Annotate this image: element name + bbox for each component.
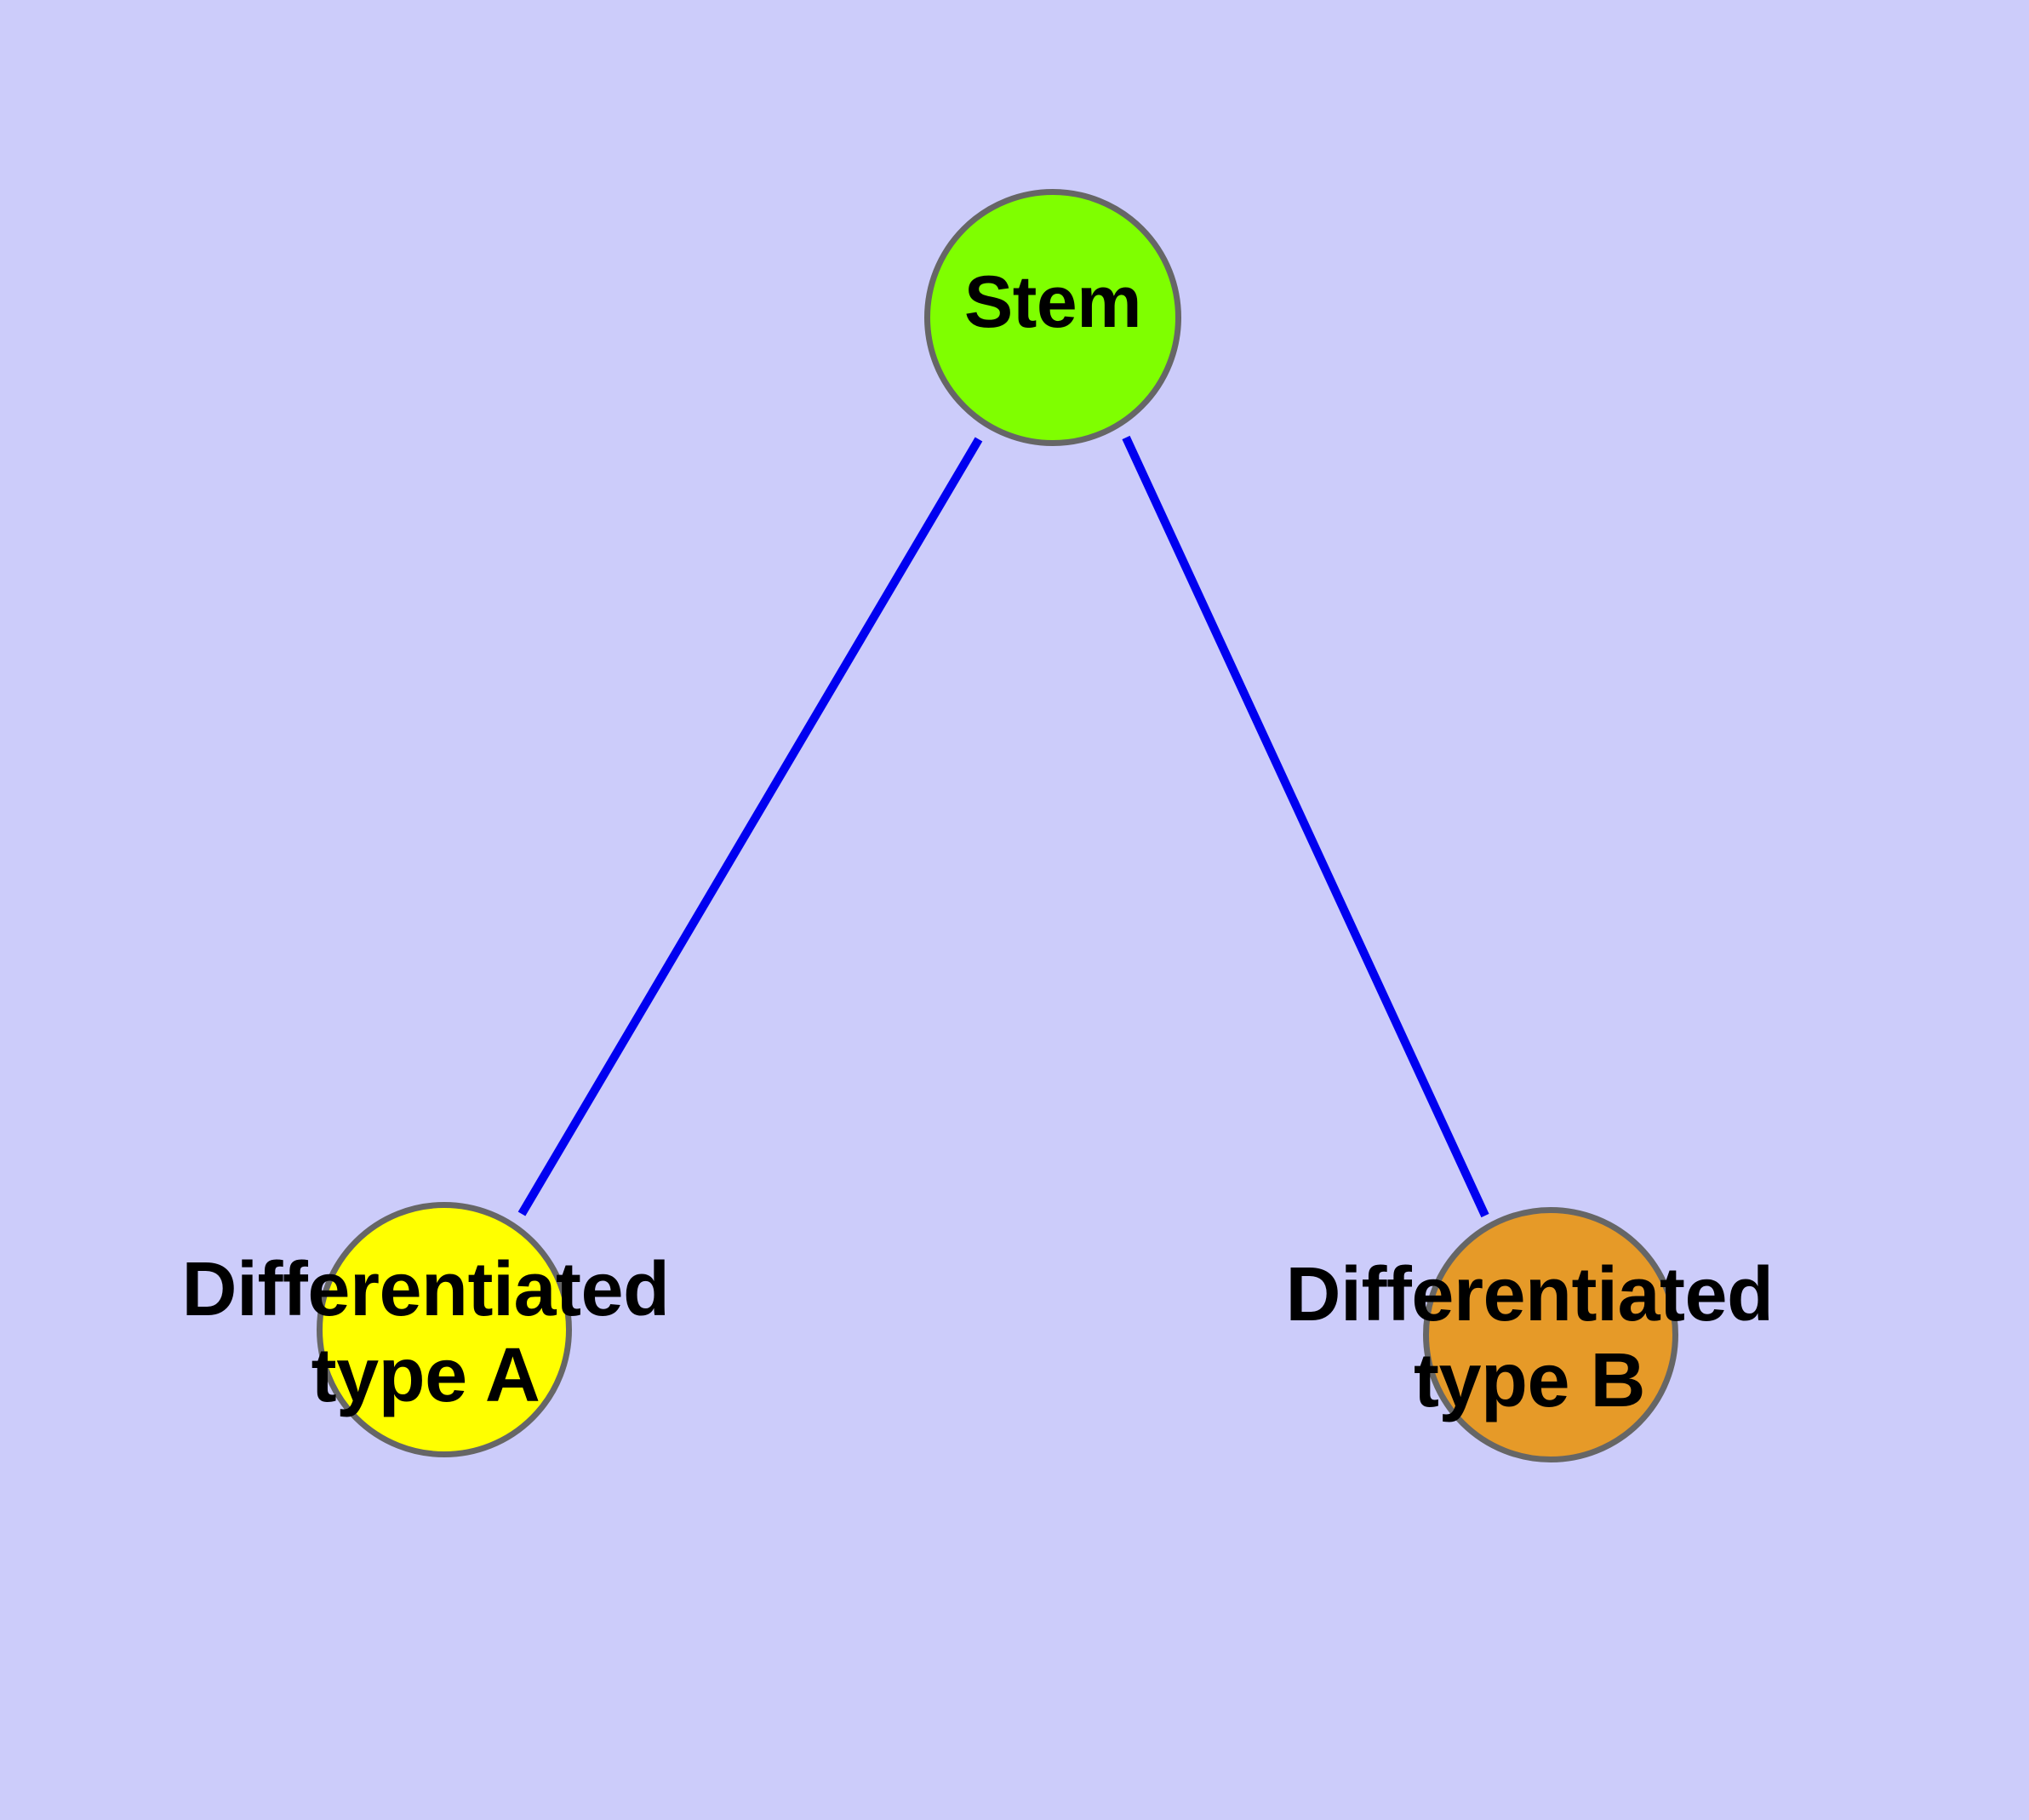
node-differentiated-type-b-label: Differentiated type B [1274,1252,1785,1424]
edge-stem-to-differentiated-type-b[interactable] [1122,435,1489,1218]
node-differentiated-type-b-label-line-1: Differentiated [1285,1252,1774,1337]
node-differentiated-type-a-label-line-1: Differentiated [181,1247,670,1332]
node-differentiated-type-a[interactable] [317,1202,572,1457]
node-differentiated-type-a-label-line-2: type A [311,1332,540,1418]
node-stem-label: Stem [925,261,1180,343]
node-stem[interactable] [924,189,1181,446]
edge-stem-to-differentiated-type-a[interactable] [517,437,983,1216]
node-differentiated-type-a-label: Differentiated type A [170,1247,681,1419]
node-stem-label-line-1: Stem [963,261,1142,343]
node-differentiated-type-b[interactable] [1423,1207,1678,1462]
node-differentiated-type-b-label-line-2: type B [1413,1337,1646,1423]
